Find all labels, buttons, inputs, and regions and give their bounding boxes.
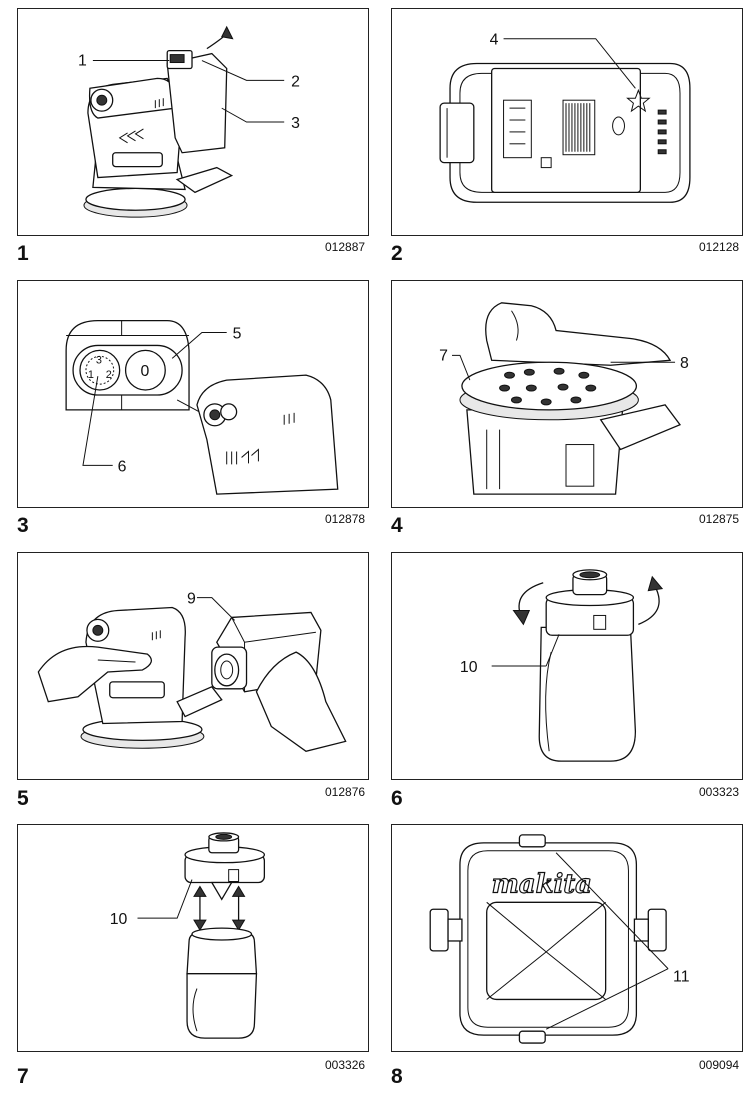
figure-2-illustration: 4 <box>439 32 691 203</box>
sanding-pad-holes <box>499 367 597 406</box>
figure-5-number: 5 <box>17 787 29 810</box>
figure-3-illustration: 3 1 2 0 5 6 <box>65 320 339 495</box>
figure-8-number: 8 <box>391 1065 403 1088</box>
figure-4-illustration: 7 8 <box>439 302 689 495</box>
figure-2-code: 012128 <box>699 240 740 254</box>
figure-7-number: 7 <box>17 1065 29 1088</box>
rotate-arrow-right-icon <box>638 586 660 625</box>
makita-logo-text: makita <box>492 869 592 899</box>
star-icon <box>626 88 651 113</box>
figure-7-panel: 10 <box>17 824 369 1052</box>
figure-4-number: 4 <box>391 514 403 537</box>
figure-3-panel: 3 1 2 0 5 6 <box>17 280 369 508</box>
figure-6-callout-10: 10 <box>460 659 478 676</box>
figure-8-callout-11: 11 <box>673 969 690 986</box>
figure-6-number: 6 <box>391 787 403 810</box>
figure-1-code: 012887 <box>325 240 366 254</box>
button-label-0: 0 <box>140 363 149 380</box>
figure-4-callout-8: 8 <box>680 355 689 372</box>
figure-4-code: 012875 <box>699 512 740 526</box>
figure-7-illustration: 10 <box>110 832 266 1039</box>
dial-label-1: 1 <box>88 369 94 381</box>
figure-5-panel: 9 <box>17 552 369 780</box>
figure-4-panel: 7 8 <box>391 280 743 508</box>
dial-label-2: 2 <box>106 369 112 381</box>
figure-3-callout-5: 5 <box>233 325 242 342</box>
figure-5-illustration: 9 <box>37 591 347 752</box>
up-down-arrows-icon <box>193 885 246 932</box>
figure-1-number: 1 <box>17 242 29 265</box>
figure-8-code: 009094 <box>699 1058 740 1072</box>
figure-7-callout-10: 10 <box>110 911 128 928</box>
figure-1-callout-1: 1 <box>78 53 87 70</box>
figure-1-callout-3: 3 <box>291 115 300 132</box>
figure-8-illustration: makita 11 <box>429 834 690 1044</box>
figure-2-callout-4: 4 <box>490 32 499 49</box>
figure-1-callout-2: 2 <box>291 73 300 90</box>
figure-6-illustration: 10 <box>460 569 664 762</box>
figure-3-code: 012878 <box>325 512 366 526</box>
figure-1-illustration: 1 2 3 <box>78 25 300 218</box>
figure-2-number: 2 <box>391 242 403 265</box>
figure-6-panel: 10 <box>391 552 743 780</box>
battery-connector-stripes <box>562 99 596 156</box>
figure-3-callout-6: 6 <box>118 458 127 475</box>
figure-6-code: 003323 <box>699 785 740 799</box>
figure-3-number: 3 <box>17 514 29 537</box>
figure-8-panel: makita 11 <box>391 824 743 1052</box>
figure-5-callout-9: 9 <box>187 591 196 608</box>
figure-2-panel: 4 <box>391 8 743 236</box>
dial-label-3: 3 <box>96 354 102 366</box>
figure-7-code: 003326 <box>325 1058 366 1072</box>
figure-1-panel: 1 2 3 <box>17 8 369 236</box>
figure-5-code: 012876 <box>325 785 366 799</box>
figure-4-callout-7: 7 <box>439 347 448 364</box>
